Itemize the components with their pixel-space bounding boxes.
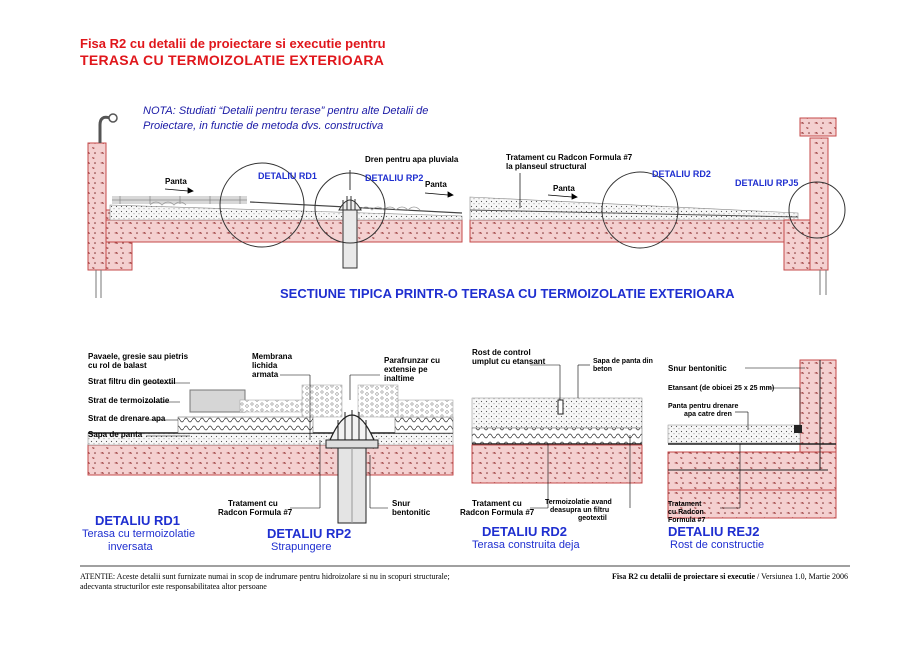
rej2-title: DETALIU REJ2 (668, 524, 760, 539)
rp2-label-strip-2: bentonitic (392, 508, 431, 517)
rd1-label-screed: Sapa de panta (88, 430, 143, 439)
rd1-label-membrane-1: Membrana (252, 352, 293, 361)
rej2-subtitle: Rost de constructie (670, 539, 765, 551)
rd1-label-pavers-1: Pavaele, gresie sau pietris (88, 352, 189, 361)
rej2-label-treatment-1: Tratament (668, 501, 702, 508)
detail-rp2-drain (325, 410, 379, 524)
rd2-subtitle: Terasa construita deja (472, 539, 580, 551)
treatment-label-top-1: Tratament cu Radcon Formula #7 (506, 153, 633, 162)
rd2-label-treatment-1: Tratament cu (472, 499, 522, 508)
slope-arrows (164, 187, 578, 200)
rd1-label-pavers-2: cu rol de balast (88, 361, 147, 370)
rp2-label-strip-1: Snur (392, 499, 411, 508)
right-parapet (783, 117, 837, 295)
rd2-label-screed-1: Sapa de panta din (593, 358, 653, 365)
right-roof-slab (469, 173, 811, 243)
note-text: NOTA: Studiati “Detalii pentru terase” p… (143, 105, 429, 132)
rp2-label-guard-3: inaltime (384, 374, 415, 383)
footer-disclaimer-2: adecvanta structurilor este responsabili… (80, 582, 267, 591)
rd1-label-membrane-2: lichida (252, 361, 278, 370)
section-drain (338, 170, 362, 269)
treatment-label-top-2: la planseul structural (506, 162, 587, 171)
leader-lines (146, 364, 805, 509)
section-title: SECTIUNE TIPICA PRINTR-O TERASA CU TERMO… (280, 286, 735, 301)
rd2-title: DETALIU RD2 (482, 524, 567, 539)
callout-rp2-label[interactable]: DETALIU RP2 (365, 173, 424, 183)
rd1-label-treatment-1: Tratament cu (228, 499, 278, 508)
rd1-title: DETALIU RD1 (95, 513, 180, 528)
rd2-label-screed-2: beton (593, 366, 613, 373)
footer-doc-name: Fisa R2 cu detalii de proiectare si exec… (612, 572, 756, 581)
rd1-label-filter: Strat filtru din geotextil (88, 377, 176, 386)
rd2-label-joint-1: Rost de control (472, 348, 531, 357)
rej2-label-slope-2: apa catre dren (684, 411, 732, 418)
sheet-subtitle: TERASA CU TERMOIZOLATIE EXTERIOARA (80, 52, 385, 68)
callout-circle-rp2[interactable] (314, 172, 386, 244)
rej2-label-treatment-2: cu Radcon (668, 509, 704, 516)
detail-rd2-drawing (471, 397, 643, 484)
rp2-title: DETALIU RP2 (267, 526, 352, 541)
rp2-label-guard-2: extensie pe (384, 365, 428, 374)
rej2-label-treatment-3: Formula #7 (668, 517, 706, 524)
footer-version: Fisa R2 cu detalii de proiectare si exec… (612, 572, 848, 582)
rd1-label-insulation: Strat de termoizolatie (88, 396, 170, 405)
callout-circle-rpj5[interactable] (788, 181, 846, 239)
footer-disclaimer-1: ATENTIE: Aceste detalii sunt furnizate n… (80, 572, 450, 581)
rd1-label-membrane-3: armata (252, 370, 279, 379)
rp2-subtitle: Strapungere (271, 541, 332, 553)
rd2-label-insulation-1: Termoizolatie avand (545, 499, 612, 506)
rp2-label-guard-1: Parafrunzar cu (384, 356, 441, 365)
slope-label-right: Panta (553, 184, 575, 193)
rd1-subtitle-1: Terasa cu termoizolatie (82, 528, 196, 540)
rd2-label-joint-2: umplut cu etansant (472, 357, 546, 366)
rd1-subtitle-2: inversata (108, 541, 153, 553)
rd2-label-insulation-3: geotextil (578, 515, 607, 522)
slope-label-mid: Panta (425, 180, 447, 189)
callout-circle-rd2[interactable] (601, 171, 679, 249)
rej2-label-strip: Snur bentonitic (668, 364, 727, 373)
rd2-label-insulation-2: deasupra un filtru (550, 507, 610, 514)
callout-rpj5-label[interactable]: DETALIU RPJ5 (735, 178, 799, 188)
callout-circle-rd1[interactable] (219, 162, 305, 248)
rd2-label-treatment-2: Radcon Formula #7 (460, 508, 535, 517)
rd1-label-drainage: Strat de drenare apa (88, 414, 166, 423)
slope-label-left: Panta (165, 177, 187, 186)
callout-rd2-label[interactable]: DETALIU RD2 (652, 169, 711, 179)
sheet-title: Fisa R2 cu detalii de proiectare si exec… (80, 36, 386, 51)
rej2-label-slope-1: Panta pentru drenare (668, 403, 739, 410)
rej2-label-sealant: Etansant (de obicei 25 x 25 mm) (668, 385, 775, 392)
drain-label: Dren pentru apa pluviala (365, 155, 459, 164)
rd1-label-treatment-2: Radcon Formula #7 (218, 508, 293, 517)
footer-version-text: / Versiunea 1.0, Martie 2006 (755, 572, 848, 581)
detail-rej2-drawing (667, 359, 837, 519)
left-roof-slab (105, 196, 463, 243)
callout-rd1-label[interactable]: DETALIU RD1 (258, 171, 317, 181)
